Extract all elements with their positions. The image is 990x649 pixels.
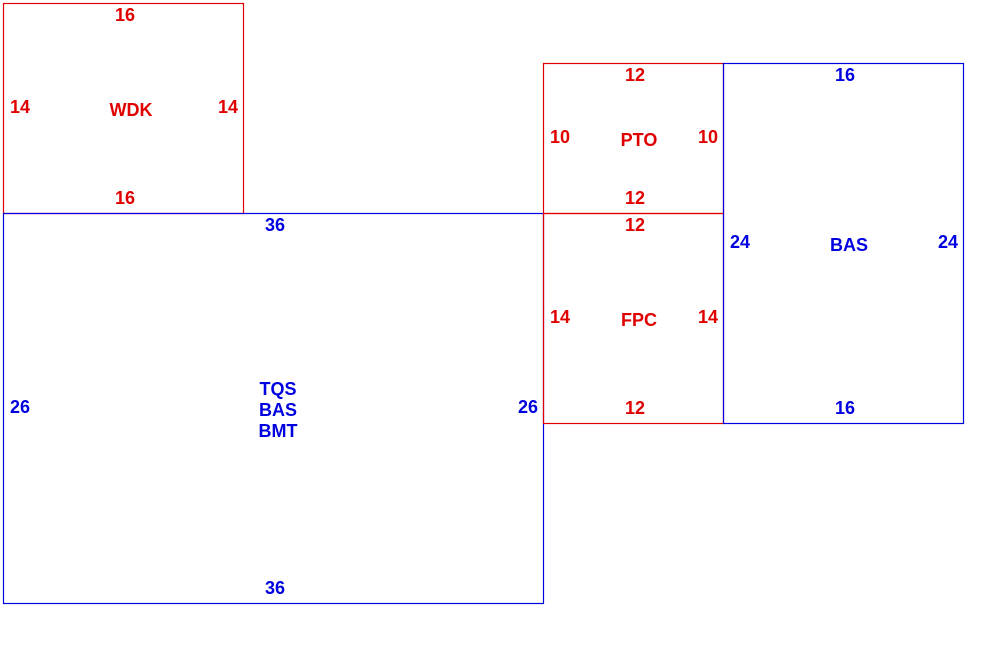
dimension-bottom-pto: 12 [625, 188, 645, 208]
room-label-fpc: FPC [621, 310, 657, 330]
dimension-bottom-tqs: 36 [265, 578, 285, 598]
dimension-top-pto: 12 [625, 65, 645, 85]
dimension-top-tqs: 36 [265, 215, 285, 235]
dimension-bottom-wdk: 16 [115, 188, 135, 208]
dimension-right-tqs: 26 [518, 397, 538, 417]
dimension-top-wdk: 16 [115, 5, 135, 25]
dimension-left-pto: 10 [550, 127, 570, 147]
dimension-bottom-bas: 16 [835, 398, 855, 418]
dimension-right-bas: 24 [938, 232, 958, 252]
room-label-tqs: BMT [259, 421, 298, 441]
room-label-bas: BAS [830, 235, 868, 255]
room-label-tqs: BAS [259, 400, 297, 420]
dimension-top-bas: 16 [835, 65, 855, 85]
room-outline-bas [722, 62, 965, 425]
room-label-tqs: TQS [259, 379, 296, 399]
dimension-left-bas: 24 [730, 232, 750, 252]
room-label-wdk: WDK [110, 100, 153, 120]
room-label-pto: PTO [621, 130, 658, 150]
dimension-right-fpc: 14 [698, 307, 718, 327]
dimension-left-wdk: 14 [10, 97, 30, 117]
dimension-left-tqs: 26 [10, 397, 30, 417]
dimension-left-fpc: 14 [550, 307, 570, 327]
dimension-right-pto: 10 [698, 127, 718, 147]
dimension-right-wdk: 14 [218, 97, 238, 117]
dimension-top-fpc: 12 [625, 215, 645, 235]
dimension-bottom-fpc: 12 [625, 398, 645, 418]
